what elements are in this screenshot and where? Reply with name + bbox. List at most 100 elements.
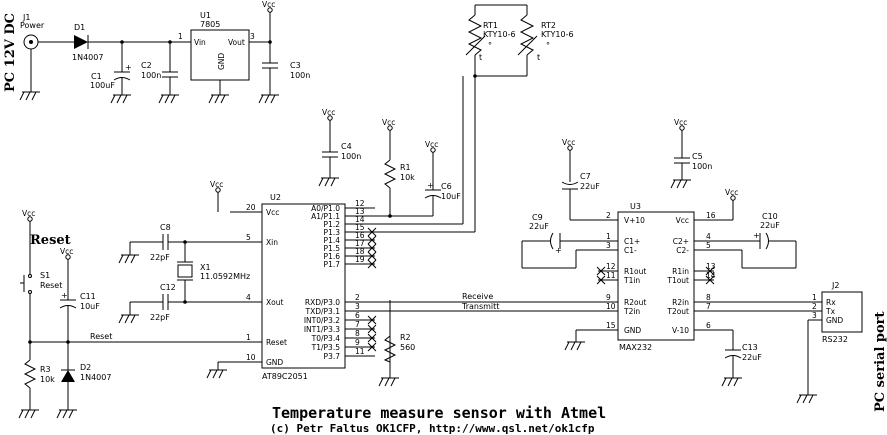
j1-ref: J1 (22, 13, 30, 22)
u3-pin-name: Vcc (676, 216, 689, 225)
svg-text:Vcc: Vcc (674, 118, 687, 127)
svg-text:+: + (61, 291, 68, 300)
c6-value: 10uF (441, 192, 461, 201)
u3-pin-number: 12 (606, 262, 616, 271)
c12-value: 22pF (150, 313, 170, 322)
u3-pin-number: 10 (606, 302, 616, 311)
u3-left-pins: 2V+101C1+3C1-12R1out11T1in9R2out10T2in15… (596, 211, 646, 335)
u3-pin-5: 5C2- (676, 241, 714, 255)
c8-value: 22pF (150, 253, 170, 262)
c10-ref: C10 (762, 212, 778, 221)
j2-pin-name: GND (826, 316, 843, 325)
u3-pin-number: 14 (706, 271, 716, 280)
u2-pin-number: 15 (355, 223, 365, 232)
u2-pin-name: RXD/P3.0 (305, 298, 340, 307)
vcc-label: Vcc (262, 0, 275, 9)
capacitor-c6 (424, 152, 442, 216)
u2-pin-name: P1.6 (324, 252, 341, 261)
u3-pin-name: V-10 (672, 326, 689, 335)
u3-pin-number: 16 (706, 211, 716, 220)
j2-ref: J2 (831, 281, 839, 290)
u2-pin-name: P1.4 (324, 236, 341, 245)
svg-text:Vcc: Vcc (725, 188, 738, 197)
resistor-r2 (383, 335, 397, 363)
j2-pin-name: Tx (825, 307, 836, 316)
j2-pin-number: 1 (812, 293, 817, 302)
u2-pin-number: 20 (246, 203, 256, 212)
u3-pin-number: 13 (706, 262, 716, 271)
d1-value: 1N4007 (72, 53, 103, 62)
svg-text:Vcc: Vcc (425, 140, 438, 149)
u3-pin-3: 3C1- (598, 241, 637, 255)
thermistor-rt1: RT1 KTY10-6 ° t (465, 14, 516, 62)
u3-pin-number: 2 (606, 211, 611, 220)
reset-title: Reset (30, 233, 71, 248)
switch-s1 (20, 274, 32, 294)
c5-ref: C5 (692, 152, 703, 161)
u1-part: 7805 (200, 20, 220, 29)
c4-value: 100n (341, 152, 361, 161)
c9-value: 22uF (529, 222, 549, 231)
j2-part: RS232 (822, 335, 848, 344)
crystal-x1 (177, 242, 193, 302)
u2-pin-name: TXD/P3.1 (305, 307, 341, 316)
j2-pin-2: 2Tx (812, 302, 836, 316)
u2-pin-name: A0/P1.0 (311, 204, 340, 213)
u1-pin1: 1 (178, 32, 183, 41)
u3-pin-name: C1- (624, 246, 637, 255)
u2-pin-number: 8 (355, 329, 360, 338)
diode-d2 (61, 369, 75, 382)
capacitor-c8 (129, 234, 185, 255)
j2-pin-1: 1Rx (812, 293, 836, 307)
u3-ref: U3 (630, 202, 641, 211)
rt1-ref: RT1 (483, 21, 498, 30)
u2-pin-number: 17 (355, 239, 365, 248)
u2-pin-8: 8T0/P3.4 (311, 329, 377, 343)
capacitor-c3 (262, 42, 278, 95)
u3-pin-name: C1+ (624, 237, 640, 246)
u3-pin-number: 7 (706, 302, 711, 311)
u2-pin-number: 4 (246, 293, 251, 302)
rt1-value: KTY10-6 (483, 30, 516, 39)
u3-pin-number: 15 (606, 321, 616, 330)
svg-text:+: + (125, 63, 132, 72)
u2-pin-number: 14 (355, 215, 365, 224)
c11-value: 10uF (80, 302, 100, 311)
u3-part: MAX232 (619, 343, 652, 352)
diagram-credit: (c) Petr Faltus OK1CFP, http://www.qsl.n… (270, 422, 595, 435)
c2-value: 100n (141, 71, 161, 80)
d1-ref: D1 (74, 23, 85, 32)
u2-pin-number: 11 (355, 347, 365, 356)
d2-ref: D2 (80, 363, 91, 372)
svg-text:°: ° (546, 41, 550, 50)
u1-pin3: 3 (250, 32, 255, 41)
r2-ref: R2 (400, 333, 411, 342)
resistor-r3 (23, 359, 37, 389)
rt1-t: t (479, 53, 482, 62)
u3-pin-4: 4C2+ (673, 232, 714, 246)
s1-ref: S1 (40, 271, 50, 280)
x1-ref: X1 (200, 263, 211, 272)
r3-ref: R3 (40, 365, 51, 374)
u2-pin-name: T0/P3.4 (311, 334, 341, 343)
r3-value: 10k (40, 375, 55, 384)
svg-text:Vcc: Vcc (382, 118, 395, 127)
u1-vout: Vout (228, 38, 245, 47)
capacitor-c5 (674, 130, 690, 180)
c6-ref: C6 (441, 182, 452, 191)
svg-text:°: ° (488, 41, 492, 50)
u3-pin-name: R1out (624, 267, 646, 276)
